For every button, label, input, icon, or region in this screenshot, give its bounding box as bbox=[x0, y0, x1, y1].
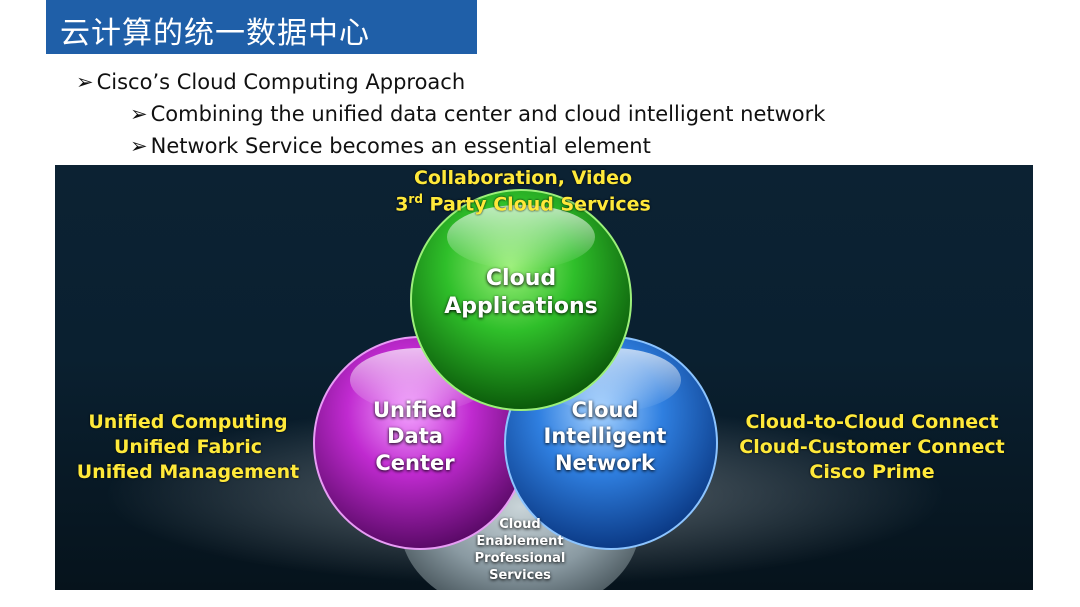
diagram-graphics bbox=[105, 189, 945, 590]
bullet-text: Network Service becomes an essential ele… bbox=[150, 134, 651, 158]
label-apps: Cloud Applications bbox=[416, 265, 626, 320]
top-caption-sup: rd bbox=[408, 192, 423, 206]
bullet-sub-2: ➢Network Service becomes an essential el… bbox=[130, 134, 651, 158]
label-services-line: Cloud bbox=[499, 517, 541, 532]
bullet-text: Cisco’s Cloud Computing Approach bbox=[96, 70, 466, 94]
top-caption-line2: 3rd Party Cloud Services bbox=[353, 192, 693, 215]
label-network-line: Cloud bbox=[571, 398, 639, 422]
label-datacenter-line: Data bbox=[387, 424, 443, 449]
label-services-line: Enablement bbox=[476, 533, 564, 549]
bullet-text: Combining the unified data center and cl… bbox=[150, 102, 826, 126]
right-caption-line2: Cloud-Customer Connect bbox=[739, 436, 1005, 458]
arrow-bullet-icon: ➢ bbox=[130, 102, 148, 126]
label-datacenter-line: Unified bbox=[372, 398, 458, 422]
right-caption-line1: Cloud-to-Cloud Connect bbox=[745, 411, 999, 433]
arrow-bullet-icon: ➢ bbox=[130, 134, 148, 158]
left-caption-line1: Unified Computing bbox=[88, 411, 288, 433]
label-apps-line: Cloud bbox=[485, 266, 557, 291]
top-caption-number: 3 bbox=[395, 193, 409, 216]
page-title: 云计算的统一数据中心 bbox=[60, 16, 370, 51]
cloud-diagram: Collaboration, Video 3rd Party Cloud Ser… bbox=[55, 165, 1033, 590]
label-network-line: Network bbox=[554, 450, 655, 475]
label-datacenter-line: Center bbox=[375, 450, 455, 475]
left-caption-line3: Unified Management bbox=[76, 461, 300, 483]
label-datacenter: Unified Data Center bbox=[345, 397, 485, 476]
top-caption-line1: Collaboration, Video bbox=[413, 167, 633, 189]
right-caption-line3: Cisco Prime bbox=[809, 461, 935, 483]
label-network-line: Intelligent bbox=[543, 424, 667, 449]
label-apps-line: Applications bbox=[444, 293, 598, 319]
sphere-shine bbox=[447, 205, 595, 269]
bullet-main: ➢Cisco’s Cloud Computing Approach bbox=[76, 70, 465, 94]
bullet-sub-1: ➢Combining the unified data center and c… bbox=[130, 102, 825, 126]
top-caption-rest: Party Cloud Services bbox=[422, 193, 651, 216]
arrow-bullet-icon: ➢ bbox=[76, 70, 94, 94]
label-services-line: Services bbox=[489, 567, 551, 583]
label-services-line: Professional bbox=[474, 550, 566, 566]
title-bar: 云计算的统一数据中心 bbox=[46, 0, 477, 54]
label-services: Cloud Enablement Professional Services bbox=[445, 517, 595, 585]
label-network: Cloud Intelligent Network bbox=[530, 397, 680, 476]
left-caption-line2: Unified Fabric bbox=[113, 436, 263, 458]
